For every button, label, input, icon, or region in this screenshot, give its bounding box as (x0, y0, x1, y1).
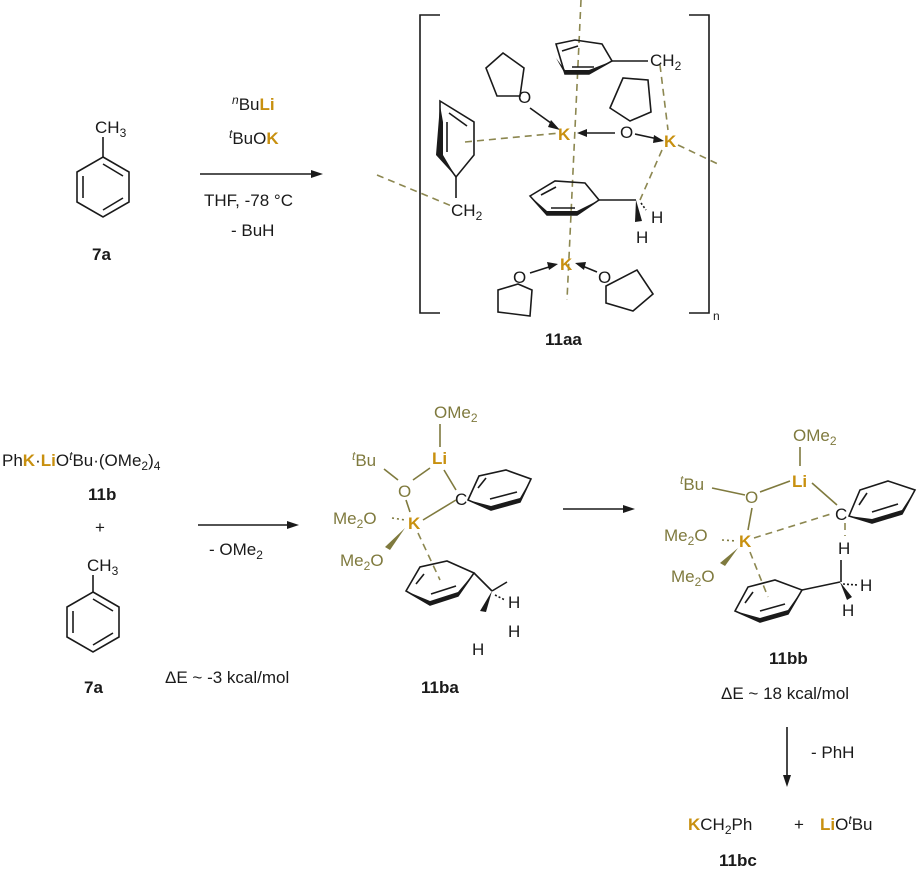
reactant-11b: PhK·LiOtBu·(OMe2)4 11b + (2, 449, 161, 537)
h-atom-2: H (508, 622, 520, 641)
compound-label-11bc: 11bc (719, 851, 757, 870)
condition-minus-phh: - PhH (811, 743, 854, 762)
h-below: H (636, 228, 648, 247)
compound-label-7a-bottom: 7a (84, 678, 103, 697)
energy-step1: ΔE ~ -3 kcal/mol (165, 668, 289, 687)
h-atom-3: H (472, 640, 484, 659)
tbu-group-b: tBu (680, 473, 704, 494)
ome2-li: OMe2 (434, 403, 478, 425)
lithium-atom-b: Li (792, 472, 807, 491)
carbanion-c-b: C (835, 505, 847, 524)
methyl-label: CH3 (95, 118, 127, 140)
condition-thf-temp: THF, -78 °C (204, 191, 293, 210)
potassium-right: K (664, 132, 677, 151)
thf-oxygen-lower-right: O (598, 268, 611, 287)
intermediate-11ba: OMe2 Li tBu O C K Me2O Me2O H H H 11ba (333, 403, 533, 697)
h-atom-b2: H (842, 601, 854, 620)
reaction-arrow-4: - PhH (783, 727, 854, 787)
thf-oxygen: O (518, 88, 531, 107)
plus-sign: + (95, 518, 105, 537)
compound-label-11ba: 11ba (421, 678, 459, 697)
methyl-label-bottom: CH3 (87, 556, 119, 578)
carbanion-c: C (455, 490, 467, 509)
oxygen-bridge-b: O (745, 488, 758, 507)
toluene-7a-top: CH3 7a (76, 118, 130, 264)
compound-label-7a: 7a (92, 245, 111, 264)
ch2-top: CH2 (650, 51, 682, 73)
plus-sign-products: + (794, 815, 804, 834)
potassium-center: K (558, 125, 571, 144)
thf-oxygen-lower-left: O (513, 268, 526, 287)
reaction-arrow-3 (563, 505, 635, 513)
toluene-7a-bottom: CH3 7a (66, 556, 120, 697)
h-bridging: H (838, 539, 850, 558)
formula-11b: PhK·LiOtBu·(OMe2)4 (2, 449, 161, 473)
left-bracket (419, 14, 440, 314)
h-right: H (651, 208, 663, 227)
compound-label-11bb: 11bb (769, 649, 808, 668)
repeat-subscript: n (713, 309, 720, 323)
potassium-atom-b: K (739, 532, 752, 551)
intermediate-11bb: OMe2 Li tBu O C K H Me2O Me2O H H 11bb Δ… (664, 426, 917, 703)
condition-minus-buh: - BuH (231, 221, 274, 240)
me2o-wedged-b: Me2O (671, 567, 715, 589)
oxygen-bridge: O (398, 482, 411, 501)
ch2-left: CH2 (451, 201, 483, 223)
me2o-dashed-b: Me2O (664, 526, 708, 548)
reagent-nbuli: nBuLi (232, 93, 275, 114)
tbu-group: tBu (352, 449, 376, 470)
reagent-tbuok: tBuOK (229, 127, 279, 148)
me2o-wedged: Me2O (340, 551, 384, 573)
polymer-11aa: n CH2 CH2 H H O (376, 0, 721, 349)
me2o-dashed: Me2O (333, 509, 377, 531)
lithium-tert-butoxide: LiOtBu (820, 813, 872, 834)
reaction-arrow-1: nBuLi tBuOK THF, -78 °C - BuH (200, 93, 323, 240)
benzene-ring (76, 156, 130, 218)
right-bracket (689, 14, 710, 314)
potassium-atom: K (408, 514, 421, 533)
condition-minus-ome2: - OMe2 (209, 540, 263, 562)
h-atom-1: H (508, 593, 520, 612)
potassium-bottom: K (560, 255, 573, 274)
ome2-li-b: OMe2 (793, 426, 837, 448)
h-atom-b1: H (860, 576, 872, 595)
reaction-arrow-2: - OMe2 ΔE ~ -3 kcal/mol (165, 521, 299, 687)
compound-label-11aa: 11aa (545, 330, 582, 349)
energy-step2: ΔE ~ 18 kcal/mol (721, 684, 849, 703)
benzylpotassium: KCH2Ph (688, 815, 752, 837)
thf-oxygen-bridge: O (620, 123, 633, 142)
lithium-atom: Li (432, 449, 447, 468)
products-11bc: KCH2Ph + LiOtBu 11bc (688, 813, 872, 870)
compound-label-11b: 11b (88, 485, 116, 504)
